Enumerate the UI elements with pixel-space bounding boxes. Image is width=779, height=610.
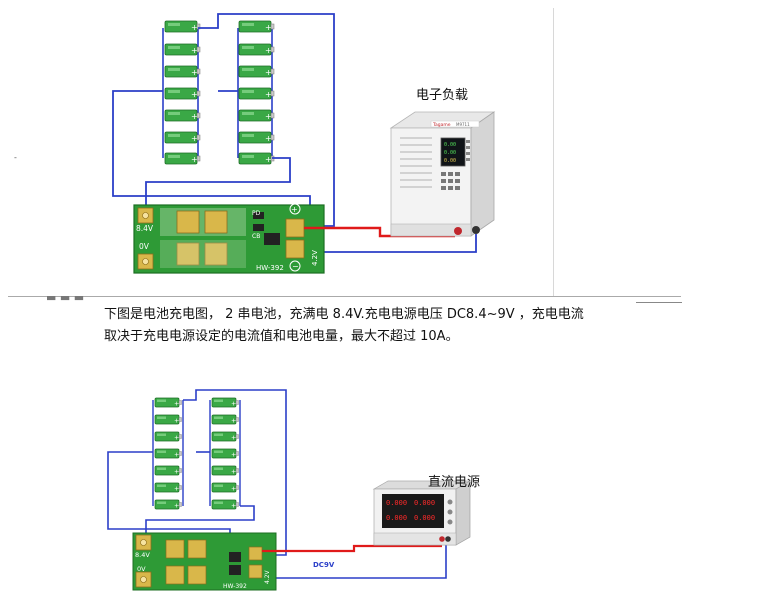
load-model: M9711 — [456, 122, 470, 127]
dc-power-supply-label: 直流电源 — [428, 475, 481, 490]
top-wires — [112, 13, 477, 253]
top-board-pd: PD — [252, 210, 261, 217]
bottom-wires — [107, 389, 447, 579]
load-brand: Tagame — [432, 122, 451, 128]
description-line-1: 下图是电池充电图， 2 串电池，充满电 8.4V.充电电源电压 DC8.4~9V… — [104, 307, 584, 322]
load-reading-3: 0.00 — [444, 158, 456, 164]
load-reading-2: 0.00 — [444, 150, 456, 156]
dc-power-supply-device: 0.000 0.000 0.000 0.000 — [372, 480, 472, 546]
top-board-84v: 8.4V — [136, 224, 154, 233]
bottom-board-42v: 4.2V — [264, 569, 271, 584]
electronic-load-device: Tagame M9711 0.00 0.00 0.00 — [389, 111, 496, 237]
bottom-board-84v: 8.4V — [135, 551, 150, 559]
svg-text:−: − — [292, 262, 299, 271]
divider-short — [636, 302, 682, 303]
bottom-board-model: HW-392 — [223, 583, 247, 590]
divider-vertical — [553, 8, 554, 296]
top-board-model: HW-392 — [256, 264, 284, 272]
bottom-red-wire — [262, 544, 442, 553]
dc9v-label: DC9V — [313, 561, 335, 569]
psu-top-left: 0.000 — [386, 499, 407, 507]
bottom-battery-pack — [152, 397, 241, 510]
top-board-42v: 4.2V — [311, 250, 319, 266]
top-battery-pack — [162, 20, 275, 165]
electronic-load-label: 电子负载 — [416, 88, 469, 103]
divider-horizontal — [8, 296, 681, 297]
psu-bottom-right: 0.000 — [414, 514, 435, 522]
description-line-2: 取决于充电电源设定的电流值和电池电量，最大不超过 10A。 — [104, 329, 459, 344]
bottom-pcb-board: 8.4V 0V HW-392 4.2V — [132, 532, 277, 591]
psu-top-right: 0.000 — [414, 499, 435, 507]
bottom-board-0v: 0V — [137, 565, 146, 573]
faint-mark: ▬ ▬ ▬ — [46, 291, 85, 304]
top-board-cb: CB — [252, 233, 260, 240]
load-reading-1: 0.00 — [444, 142, 456, 148]
description-paragraph: 下图是电池充电图， 2 串电池，充满电 8.4V.充电电源电压 DC8.4~9V… — [104, 304, 704, 348]
svg-text:+: + — [291, 205, 298, 214]
top-pcb-board: + − 8.4V 0V HW-392 PD CB 4.2V — [133, 203, 325, 274]
psu-bottom-left: 0.000 — [386, 514, 407, 522]
top-board-0v: 0V — [139, 242, 150, 251]
stray-mark: - — [14, 153, 17, 162]
